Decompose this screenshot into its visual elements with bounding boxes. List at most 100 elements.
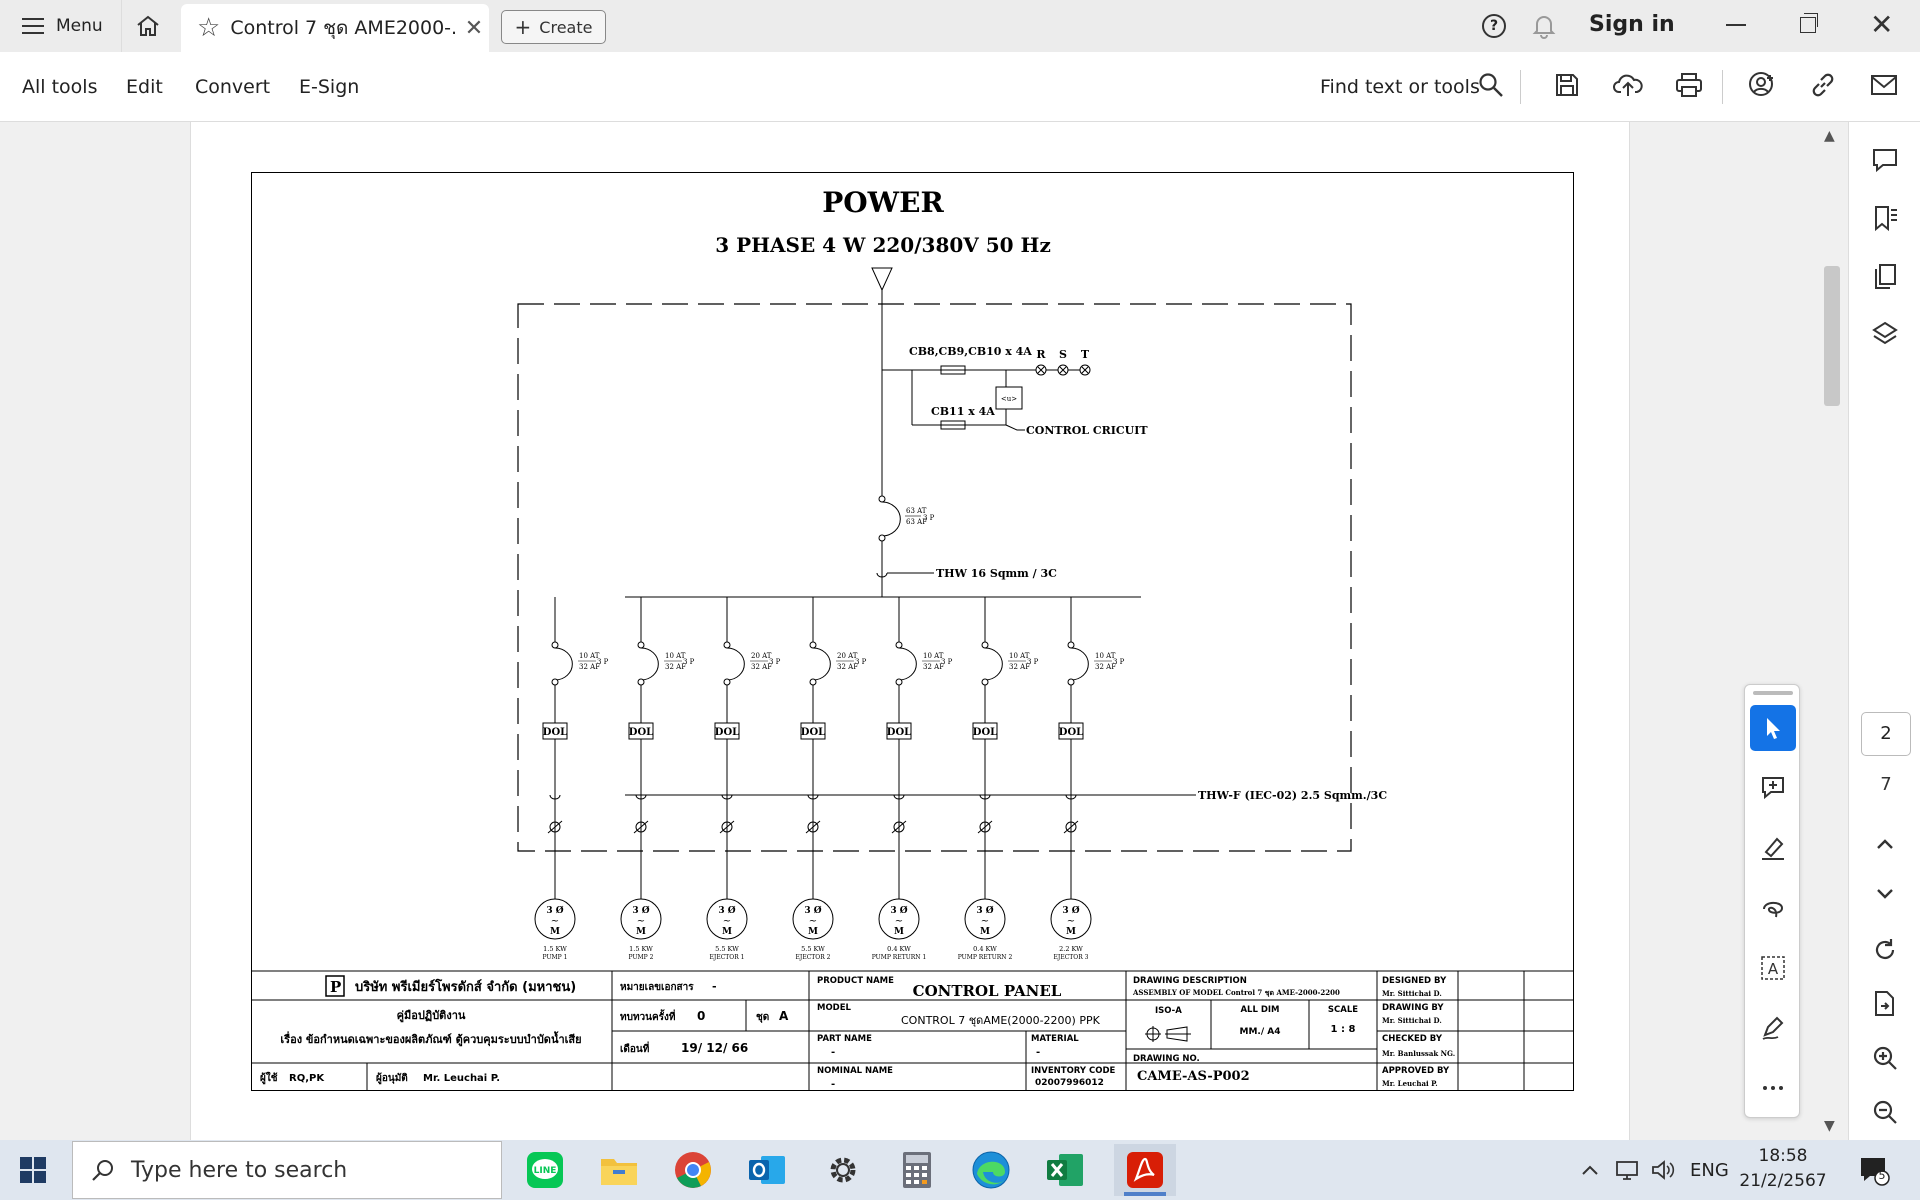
language-indicator[interactable]: ENG — [1690, 1159, 1729, 1181]
select-tool-button[interactable] — [1750, 705, 1796, 751]
convert-menu[interactable]: Convert — [195, 76, 271, 98]
taskbar-search-box[interactable]: Type here to search — [72, 1141, 502, 1199]
acrobat-icon[interactable] — [1114, 1144, 1176, 1196]
approver-value: Mr. Leuchai P. — [423, 1073, 500, 1084]
minimize-icon[interactable] — [1726, 24, 1746, 26]
add-comment-button[interactable] — [1750, 765, 1796, 811]
designed-by-label: DESIGNED BY — [1382, 976, 1447, 986]
svg-text:A: A — [1768, 960, 1779, 978]
vertical-scrollbar[interactable]: ▲ ▼ — [1820, 122, 1844, 1140]
star-icon[interactable]: ☆ — [197, 13, 221, 43]
document-viewer[interactable]: POWER 3 PHASE 4 W 220/380V 50 Hz CB8,CB9… — [0, 122, 1848, 1140]
file-explorer-icon[interactable] — [588, 1144, 650, 1196]
home-button[interactable] — [120, 0, 175, 52]
volume-icon[interactable] — [1650, 1140, 1676, 1200]
taskbar-clock[interactable]: 18:58 21/2/2567 — [1738, 1144, 1828, 1194]
highlight-button[interactable] — [1750, 825, 1796, 871]
fuse-cb8 — [940, 365, 966, 375]
breaker-terminal-bottom — [981, 678, 989, 686]
notification-count: 5 — [1878, 1169, 1886, 1182]
draw-button[interactable] — [1750, 885, 1796, 931]
sign-in-button[interactable]: Sign in — [1589, 12, 1675, 37]
network-icon[interactable] — [1614, 1140, 1640, 1200]
edit-menu[interactable]: Edit — [126, 76, 163, 98]
sign-button[interactable] — [1750, 1005, 1796, 1051]
motor-phase-label: 3 Ø — [804, 905, 821, 916]
relay-symbol: <u> — [1001, 395, 1017, 403]
esign-menu[interactable]: E-Sign — [299, 76, 360, 98]
breaker-terminal-top — [723, 641, 731, 649]
document-tab[interactable]: ☆ Control 7 ชุด AME2000-... ✕ — [181, 4, 489, 52]
breaker-terminal-bottom — [1067, 678, 1075, 686]
find-text-or-tools[interactable]: Find text or tools — [1320, 76, 1480, 98]
chevron-down-icon[interactable] — [1869, 878, 1901, 910]
motor-kw-label: 0.4 KW — [973, 945, 997, 953]
line-app-icon[interactable]: LINE — [514, 1144, 576, 1196]
cloud-upload-icon[interactable] — [1612, 69, 1644, 101]
comment-icon[interactable] — [1869, 144, 1901, 176]
email-icon[interactable] — [1868, 69, 1900, 101]
save-icon[interactable] — [1551, 69, 1583, 101]
pages-icon[interactable] — [1869, 260, 1901, 292]
layers-icon[interactable] — [1869, 318, 1901, 350]
page-number-input[interactable]: 2 — [1861, 712, 1911, 756]
checked-by-value: Mr. Banlussak NG. — [1382, 1049, 1455, 1058]
iso-label: ISO-A — [1155, 1006, 1182, 1016]
help-icon[interactable]: ? — [1482, 14, 1506, 38]
motor-name-label: EJECTOR 1 — [710, 954, 745, 961]
page-extract-icon[interactable] — [1869, 988, 1901, 1020]
bookmark-icon[interactable] — [1869, 202, 1901, 234]
breaker-poles: 3 P — [1113, 658, 1125, 666]
show-hidden-icons[interactable] — [1580, 1140, 1600, 1200]
scrollbar-thumb[interactable] — [1824, 266, 1840, 406]
hamburger-icon — [22, 18, 44, 34]
restore-icon[interactable] — [1800, 13, 1818, 33]
text-box-button[interactable]: A — [1750, 945, 1796, 991]
search-icon[interactable] — [1475, 69, 1507, 101]
motor-kw-label: 5.5 KW — [801, 945, 825, 953]
main-breaker-af: 63 AF — [906, 518, 927, 526]
create-label: Create — [539, 17, 593, 37]
tab-close-icon[interactable]: ✕ — [464, 15, 484, 41]
highlighter-icon — [1762, 837, 1784, 860]
breaker-poles: 3 P — [855, 658, 867, 666]
breaker-poles: 3 P — [1027, 658, 1039, 666]
breaker-poles: 3 P — [769, 658, 781, 666]
zoom-in-icon[interactable] — [1869, 1042, 1901, 1074]
share-user-icon[interactable] — [1746, 69, 1778, 101]
lamp-r-label: R — [1036, 348, 1046, 361]
edge-icon[interactable] — [960, 1144, 1022, 1196]
outlook-icon[interactable] — [736, 1144, 798, 1196]
breaker-af-rating: 32 AF — [837, 663, 858, 671]
scroll-up-icon[interactable]: ▲ — [1824, 128, 1835, 144]
motor-ac-symbol: ~ — [895, 916, 903, 927]
search-icon — [92, 1160, 113, 1181]
subject-label: เรื่อง ข้อกำหนดเฉพาะของผลิตภัณฑ์ ตู้ควบค… — [280, 1031, 581, 1047]
window-close-icon[interactable]: ✕ — [1870, 8, 1894, 41]
rotate-icon[interactable] — [1869, 934, 1901, 966]
material-label: MATERIAL — [1031, 1034, 1079, 1044]
toolbar-divider — [1520, 70, 1521, 104]
print-icon[interactable] — [1673, 69, 1705, 101]
chrome-icon[interactable] — [662, 1144, 724, 1196]
chevron-up-icon[interactable] — [1869, 828, 1901, 860]
product-name-value: CONTROL PANEL — [913, 982, 1062, 1000]
windows-start-icon[interactable] — [20, 1157, 46, 1183]
menu-button[interactable]: Menu — [0, 0, 121, 52]
settings-gear-icon[interactable] — [812, 1144, 874, 1196]
link-icon[interactable] — [1807, 69, 1839, 101]
excel-icon[interactable] — [1034, 1144, 1096, 1196]
notification-center-icon[interactable]: 5 — [1858, 1154, 1890, 1186]
company-name: บริษัท พรีเมียร์โพรดักส์ จำกัด (มหาชน) — [355, 978, 576, 995]
more-tools-button[interactable] — [1750, 1065, 1796, 1111]
quick-tools-grip[interactable] — [1753, 691, 1793, 695]
bell-icon[interactable] — [1530, 12, 1558, 40]
breaker-at-rating: 10 AT — [1009, 652, 1030, 660]
calculator-icon[interactable] — [886, 1144, 948, 1196]
all-tools-menu[interactable]: All tools — [22, 76, 98, 98]
motor-phase-label: 3 Ø — [1062, 905, 1079, 916]
zoom-out-icon[interactable] — [1869, 1096, 1901, 1128]
create-button[interactable]: + Create — [501, 10, 606, 44]
breaker-at-rating: 10 AT — [665, 652, 686, 660]
scroll-down-icon[interactable]: ▼ — [1824, 1118, 1835, 1134]
